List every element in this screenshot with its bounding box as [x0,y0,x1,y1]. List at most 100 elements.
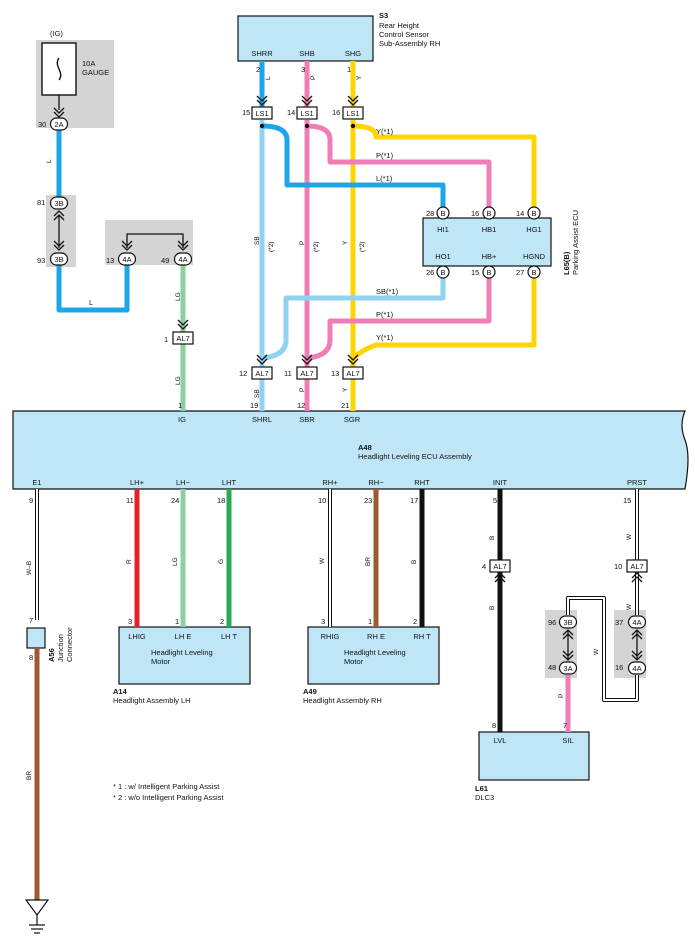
wire-label-y-lower: Y [342,387,349,392]
pa-num-14: 14 [516,209,524,218]
chevron-down-icon-2a [53,107,65,118]
wire-label-sb-vertical: SB [254,236,261,245]
dlc3-box [478,731,590,781]
conn-4a-right-bottom: 4A [627,661,647,675]
motor-lh-pin-lht: LH T [221,632,238,641]
conn-2a: 2A [49,117,69,131]
s3-name-line1: Rear Height [379,21,420,30]
pa-num-27: 27 [516,268,524,277]
conn-3b-num-93: 93 [37,256,45,265]
pa-pin-hgnd: HGND [523,252,546,261]
conn-2a-num: 30 [38,120,46,129]
ls1-num-14: 14 [287,108,295,117]
ecu-num-18: 18 [217,496,225,505]
wire-label-sb-note2: (*2) [268,242,275,252]
pa-top-pin-0-label: B [440,209,445,218]
wire-label-sb-lower: SB [254,389,261,398]
conn-3b-num-81: 81 [37,198,45,207]
conn-2a-label: 2A [54,120,63,129]
fuse-name: GAUGE [82,68,109,77]
wire-label-y1-lower: Y(*1) [376,333,394,342]
wire-label-w-prst-lower: W [626,603,633,610]
motor-rh-code: A49 [303,687,317,696]
ecu-name: Headlight Leveling ECU Assembly [358,452,472,461]
chevron-down-icon-3a [562,650,574,661]
wire-label-r: R [126,559,133,564]
conn-3b-top-label: 3B [54,199,63,208]
chevron-down-icon-al7-p [301,354,313,365]
motor-rh-title-1: Headlight Leveling [344,648,406,657]
wire-label-lg-motor: LG [172,557,179,566]
pa-num-16: 16 [471,209,479,218]
motor-lh-title-1: Headlight Leveling [151,648,213,657]
motor-rh-pin-rhig: RHIG [321,632,340,641]
dot-ls1-y-branch [350,123,356,129]
ecu-top-num-21: 21 [341,401,349,410]
dlc-pin-sil: SIL [562,736,573,745]
conn-3b-bottom: 3B [49,252,69,266]
s3-name-line2: Control Sensor [379,30,430,39]
conn-al7-y-label: AL7 [346,369,359,378]
wire-label-b-rh: B [411,560,418,564]
conn-al7-sb-label: AL7 [255,369,268,378]
chevron-down-icon-ls1-15 [256,95,268,106]
conn-3a-label: 3A [563,664,572,673]
wire-sb1-from-ho1 [261,278,446,361]
ecu-num-15: 15 [623,496,631,505]
conn-al7-prst: AL7 [626,559,648,573]
motor-rh-pin-rhe: RH E [367,632,385,641]
s3-pin-shrr: SHRR [251,49,273,58]
wire-label-b-init-lower: B [489,606,496,610]
wires-layer [34,61,639,900]
wire-l1-to-hi1 [261,123,446,208]
dlc-code: L61 [475,784,488,793]
motor-lh-pin-lhig: LHIG [128,632,146,641]
wire-label-l-upper: L [46,159,53,163]
chevron-up-icon-3b-right [562,629,574,640]
motor-lh-code: A14 [113,687,128,696]
conn-4a-right-bottom-label: 4A [632,664,641,673]
junction-name-line1: Junction [56,634,65,662]
conn-ls1-16: LS1 [342,106,364,120]
ecu-pin-rht: RHT [414,478,430,487]
conn-3a: 3A [558,661,578,675]
wire-label-g: G [218,559,225,564]
ecu-pin-sbr: SBR [299,415,315,424]
s3-wire-color-p: P [310,76,317,80]
ground-icon [24,899,50,934]
ecu-pin-init: INIT [493,478,508,487]
fuse-ig-label: (IG) [50,29,63,38]
conn-3b-top: 3B [49,196,69,210]
wire-label-w-rh: W [319,557,326,564]
wire-label-br-rh: BR [365,557,372,566]
chevron-down-icon-ls1-14 [301,95,313,106]
ecu-num-9: 9 [29,496,33,505]
al7-num-1: 1 [164,335,168,344]
wire-label-w-loop: W [593,648,600,655]
pa-pin-hi1: HI1 [437,225,449,234]
ecu-num-23: 23 [364,496,372,505]
motor-lh-num-1: 1 [175,617,179,626]
wire-y1-to-hg1 [352,123,537,208]
conn-4a-num-49: 49 [161,256,169,265]
wire-label-p-note2: (*2) [313,242,320,252]
motor-lh-box [118,626,251,685]
wire-label-y-note2: (*2) [359,242,366,252]
ecu-pin-e1: E1 [32,478,41,487]
wire-label-y1: Y(*1) [376,127,394,136]
ecu-pin-rhminus: RH− [368,478,384,487]
wire-label-p1: P(*1) [376,151,394,160]
conn-4a-49: 4A [173,252,193,266]
conn-al7-ig-label: AL7 [176,334,189,343]
motor-rh-num-3: 3 [321,617,325,626]
conn-3b-right: 3B [558,615,578,629]
junction-code: A56 [47,648,56,662]
pa-pin-hb1: HB1 [482,225,497,234]
s3-pin-num-2: 2 [256,65,260,74]
conn-3a-num: 48 [548,663,556,672]
conn-al7-prst-label: AL7 [630,562,643,571]
wire-label-l1: L(*1) [376,174,393,183]
chevron-up-icon-4a-right [631,629,643,640]
wire-label-b-init-upper: B [489,536,496,540]
